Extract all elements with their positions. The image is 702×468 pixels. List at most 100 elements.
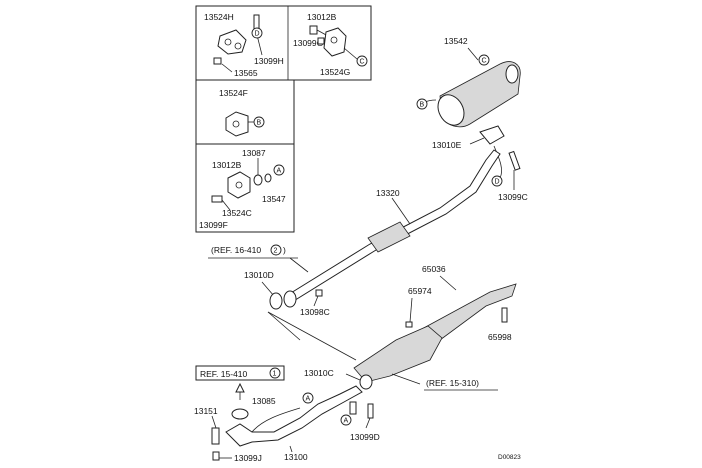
- catalytic-converter: [353, 325, 443, 383]
- rubber-hanger-13524g: [323, 27, 347, 57]
- hanger-hole: [330, 36, 338, 44]
- label-13087: 13087: [242, 148, 266, 158]
- bracket: [349, 401, 357, 415]
- ref-leader: [391, 373, 421, 385]
- leader-line: [261, 281, 275, 297]
- ref-leader: [289, 257, 309, 273]
- gasket-13010c: [359, 374, 373, 390]
- label-13524h: 13524H: [204, 12, 234, 22]
- label-13098c: 13098C: [300, 307, 330, 317]
- ref-15-310-label: (REF. 15-310): [426, 378, 479, 388]
- marker-c-main: C: [482, 58, 487, 65]
- rubber-hanger-13524h: [217, 29, 247, 55]
- label-13542: 13542: [444, 36, 468, 46]
- label-13100: 13100: [284, 452, 308, 462]
- marker-a-circle: [273, 164, 285, 176]
- marker-a-main2: A: [344, 418, 349, 425]
- leader-line: [221, 63, 233, 73]
- hanger-hole: [234, 42, 242, 50]
- resonator: [367, 221, 411, 253]
- marker-c-circle: [356, 55, 368, 67]
- front-pipe-branch: [251, 407, 301, 433]
- marker-a-inset: A: [277, 168, 282, 175]
- label-13524g: 13524G: [320, 67, 350, 77]
- leader-line: [391, 197, 411, 225]
- label-13151: 13151: [194, 406, 218, 416]
- marker-d-main-circle: [491, 175, 503, 187]
- arrow-up-icon: [235, 382, 245, 393]
- leader-line: [211, 415, 217, 429]
- ref-16-410-num: 2: [274, 248, 278, 255]
- marker-c-main-circle: [478, 54, 490, 66]
- leader-line: [439, 275, 457, 291]
- marker-d: D: [255, 31, 260, 38]
- catalyst-assembly: 65036 65974 65998 13010C (REF. 15-310): [267, 264, 517, 391]
- leader-line: [469, 137, 485, 145]
- label-65036: 65036: [422, 264, 446, 274]
- bolt-65998: [501, 307, 508, 323]
- pipe-front-flange: [283, 290, 297, 308]
- clip-65974: [405, 321, 413, 328]
- collar-13547: [264, 173, 272, 183]
- ref-15-410-label: REF. 15-410: [200, 369, 248, 379]
- inset-top-right: 13012B 13099G C 13524G: [293, 12, 368, 77]
- label-13524c: 13524C: [222, 208, 252, 218]
- label-13012b-top: 13012B: [307, 12, 337, 22]
- label-13010d: 13010D: [244, 270, 274, 280]
- label-13524f: 13524F: [219, 88, 248, 98]
- inset-middle: 13524F B: [219, 88, 265, 137]
- muffler-end-cap: [437, 94, 465, 126]
- label-65974: 65974: [408, 286, 432, 296]
- bolt-13012b: [309, 25, 318, 35]
- inset-top-left: 13524H D 13099H 13565: [204, 12, 284, 78]
- nut-13099g: [317, 37, 325, 45]
- ref-15-410-circle: [269, 367, 281, 379]
- front-pipe-assembly: REF. 15-410 1 13085 13151 A A 13099D 131…: [194, 365, 380, 463]
- hanger-hole: [235, 181, 243, 189]
- front-pipe-13100: [225, 385, 363, 447]
- label-13099h: 13099H: [254, 56, 284, 66]
- leader-line: [409, 297, 413, 323]
- marker-b-inset: B: [257, 120, 262, 127]
- label-13099g: 13099G: [293, 38, 323, 48]
- label-13565: 13565: [234, 68, 258, 78]
- leader-line: [313, 295, 319, 307]
- marker-d-circle: [251, 27, 263, 39]
- bolt-13098c: [315, 289, 323, 297]
- inset-box-group: [195, 5, 372, 233]
- main-muffler: 13542 C B 13010E D 13099C: [416, 36, 528, 202]
- nut-13099j: [212, 451, 220, 461]
- leader-line: [289, 445, 293, 453]
- section-outline: [267, 311, 301, 341]
- inset-bottom: 13087 13012B A 13547 13524C 13099F: [199, 148, 286, 230]
- ref-16-410-close: ): [283, 245, 286, 255]
- rubber-hanger-13524c: [227, 171, 251, 199]
- marker-a-main2-circle: [340, 414, 352, 426]
- leader-line: [345, 373, 361, 381]
- label-13099c: 13099C: [498, 192, 528, 202]
- rear-hanger-rod: [493, 145, 502, 179]
- bolt-13099f: [211, 195, 223, 203]
- ref-16-410-label: (REF. 16-410: [211, 245, 261, 255]
- label-13547: 13547: [262, 194, 286, 204]
- leader-line: [343, 47, 358, 60]
- label-13010e: 13010E: [432, 140, 462, 150]
- gasket-13085: [231, 408, 249, 420]
- label-13099d: 13099D: [350, 432, 380, 442]
- ref-15-410-box: [195, 365, 285, 381]
- label-13012b-bottom: 13012B: [212, 160, 242, 170]
- label-13010c: 13010C: [304, 368, 334, 378]
- marker-b-main-circle: [416, 98, 428, 110]
- stud-13151: [211, 427, 220, 445]
- label-65998: 65998: [488, 332, 512, 342]
- leader-line: [467, 47, 479, 61]
- rubber-hanger-13524f: [225, 111, 249, 137]
- gasket-13010e: [479, 125, 505, 145]
- label-13085: 13085: [252, 396, 276, 406]
- hanger-hole: [232, 120, 240, 128]
- center-pipe-assembly: 13320 (REF. 16-410 2 ) 13010D 13098C: [208, 149, 501, 317]
- marker-c-inset: C: [360, 59, 365, 66]
- marker-a-main1: A: [306, 396, 311, 403]
- bolt-13099c: [508, 150, 521, 171]
